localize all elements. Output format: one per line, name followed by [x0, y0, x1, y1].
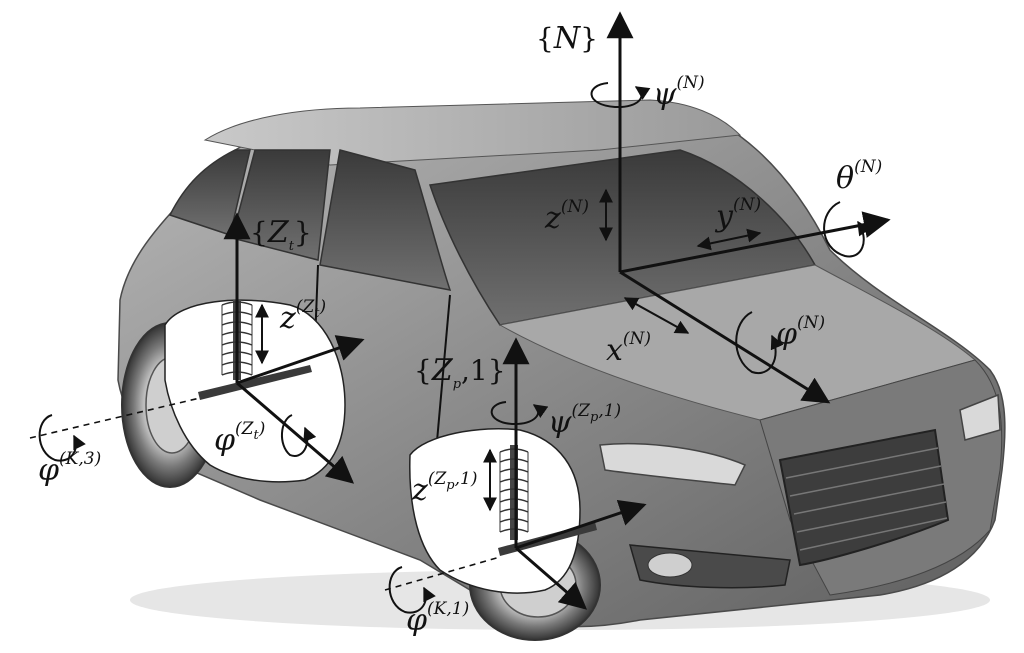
label-z-N: z(N) [544, 197, 589, 236]
label-psi-N: ψ(N) [653, 73, 705, 112]
frame-Zt-y-axis [236, 335, 365, 385]
frame-Zp1-x-axis [515, 546, 588, 610]
frame-Zt-label: {Zt} [250, 215, 312, 254]
frame-N-label: {N} [536, 21, 598, 56]
rear-wheel-rotation-arrow [38, 414, 86, 462]
label-phi-K3: φ(K,3) [38, 449, 101, 488]
car-side-window-front [319, 149, 452, 291]
label-z-Zt: z(Zt) [279, 297, 326, 336]
label-phi-K1: φ(K,1) [406, 599, 469, 638]
frame-Zt-x-axis [236, 381, 355, 484]
car-headlight-left [599, 442, 747, 486]
frame-N-label-name: N [553, 21, 582, 56]
label-z-Zp1: z(Zp,1) [411, 469, 477, 508]
car-side-window-rear [231, 149, 331, 261]
front-wheel-rotation-arrow [388, 566, 436, 614]
rear-wheel-spin-axis [29, 397, 201, 439]
label-theta-N: θ(N) [836, 157, 882, 196]
label-x-N: x(N) [606, 329, 651, 368]
frame-Zp1-y-axis [515, 499, 647, 550]
car-roof [203, 99, 742, 166]
rear-axle-bar [198, 365, 312, 400]
frame-Zp1-label: {Zp,1} [414, 353, 506, 392]
car-grille [778, 428, 950, 567]
frame-N-axes [590, 11, 891, 404]
svg-text:{N}: {N} [536, 21, 598, 56]
label-phi-Zt: φ(Zt) [214, 419, 265, 458]
label-y-N: y(N) [714, 195, 761, 234]
frame-Zp1-yaw-rotation-arrow [490, 401, 549, 426]
frame-N-y-translation-arrow [696, 228, 762, 251]
label-psi-Zp1: ψ(Zp,1) [548, 401, 621, 440]
frame-N-x-translation-arrow [623, 297, 690, 334]
car-fog-lamp [647, 552, 693, 578]
frame-N-yaw-rotation-arrow [590, 82, 651, 109]
frame-Zt-axes [223, 212, 365, 484]
frame-Zp1-axes [483, 337, 647, 610]
car-illustration [117, 99, 1006, 641]
car-headlight-right [959, 393, 1001, 441]
front-spring [499, 445, 529, 540]
front-wheel-spin-axis [384, 556, 501, 591]
frame-N-pitch-rotation-arrow [823, 201, 871, 258]
frame-Zt-roll-rotation-arrow [281, 414, 317, 457]
frame-N-roll-rotation-arrow [735, 311, 784, 375]
label-phi-N: φ(N) [776, 313, 825, 352]
frame-N-x-axis [619, 270, 831, 404]
